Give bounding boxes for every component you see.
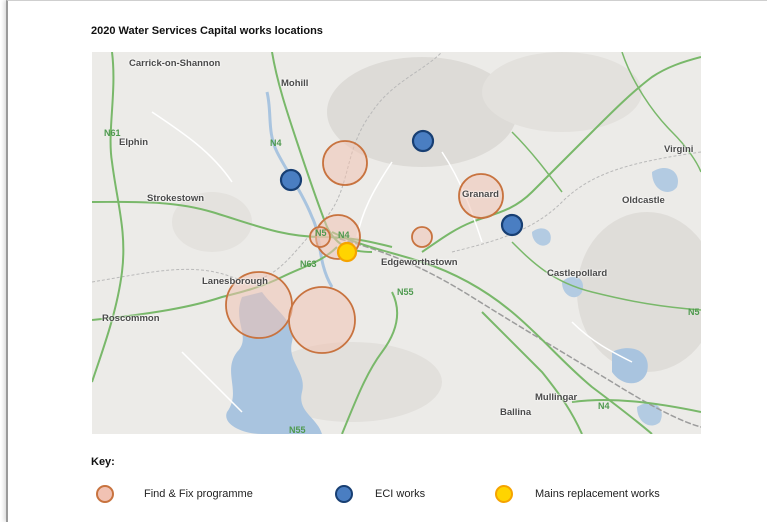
road (481, 311, 583, 434)
map[interactable]: Carrick-on-Shannon Mohill Elphin Virgini… (92, 52, 701, 434)
place-label: Edgeworthstown (381, 257, 458, 268)
eci-marker (279, 168, 303, 192)
county-boundary (92, 52, 443, 283)
place-label: Mullingar (535, 392, 578, 403)
place-label: Granard (462, 189, 499, 200)
terrain-hills (577, 212, 701, 372)
legend-symbol (495, 485, 513, 503)
lough (562, 276, 583, 298)
eci-marker (411, 129, 435, 153)
place-label: Lanesborough (202, 276, 268, 287)
road (421, 56, 701, 253)
railway (331, 236, 701, 428)
legend-item-find-fix: Find & Fix programme (96, 484, 253, 504)
terrain-hills (327, 57, 517, 167)
road (511, 241, 701, 311)
find-fix-marker (458, 173, 504, 219)
road-label: N55 (289, 425, 306, 434)
map-base (92, 52, 701, 434)
place-label: Carrick-on-Shannon (129, 58, 221, 69)
lough (637, 402, 662, 426)
place-label: Ballina (500, 407, 532, 418)
lough (652, 167, 678, 192)
road-label: N5 (688, 307, 700, 317)
eci-marker (500, 213, 524, 237)
place-label: Castlepollard (547, 268, 608, 279)
legend-label: Find & Fix programme (144, 488, 253, 500)
road (511, 131, 563, 193)
find-fix-marker (309, 226, 331, 248)
road (331, 231, 653, 434)
terrain-hills (482, 52, 642, 132)
lough (532, 228, 551, 246)
road (341, 291, 399, 434)
place-label: Oldcastle (622, 195, 665, 206)
mains-marker (336, 241, 358, 263)
page-title: 2020 Water Services Capital works locati… (91, 25, 323, 37)
find-fix-marker (411, 226, 433, 248)
road-label: N4 (270, 138, 282, 148)
road-label: N63 (300, 259, 317, 269)
place-label: Mohill (281, 78, 309, 89)
place-label: Strokestown (147, 193, 205, 204)
terrain-hills (262, 342, 442, 422)
road-label: N5 (315, 228, 327, 238)
place-label: Elphin (119, 137, 149, 148)
legend-item-eci: ECI works (335, 484, 425, 504)
markers-layer (225, 129, 524, 354)
place-label: Virgini (664, 144, 694, 155)
legend-symbol (96, 485, 114, 503)
road-label: N55 (397, 287, 414, 297)
legend-symbol (335, 485, 353, 503)
key-title: Key: (91, 456, 115, 468)
road-label: N61 (104, 128, 121, 138)
place-label: Roscommon (102, 313, 160, 324)
find-fix-marker (322, 140, 368, 186)
legend-label: Mains replacement works (535, 488, 660, 500)
road-label: N4 (338, 230, 350, 240)
legend-label: ECI works (375, 488, 426, 500)
road (621, 52, 701, 173)
county-boundary (451, 151, 701, 253)
road-label: N4 (598, 401, 610, 411)
find-fix-marker (288, 286, 356, 354)
road (92, 52, 125, 383)
road (571, 399, 701, 413)
legend-item-mains: Mains replacement works (495, 484, 660, 504)
lough (612, 348, 648, 384)
